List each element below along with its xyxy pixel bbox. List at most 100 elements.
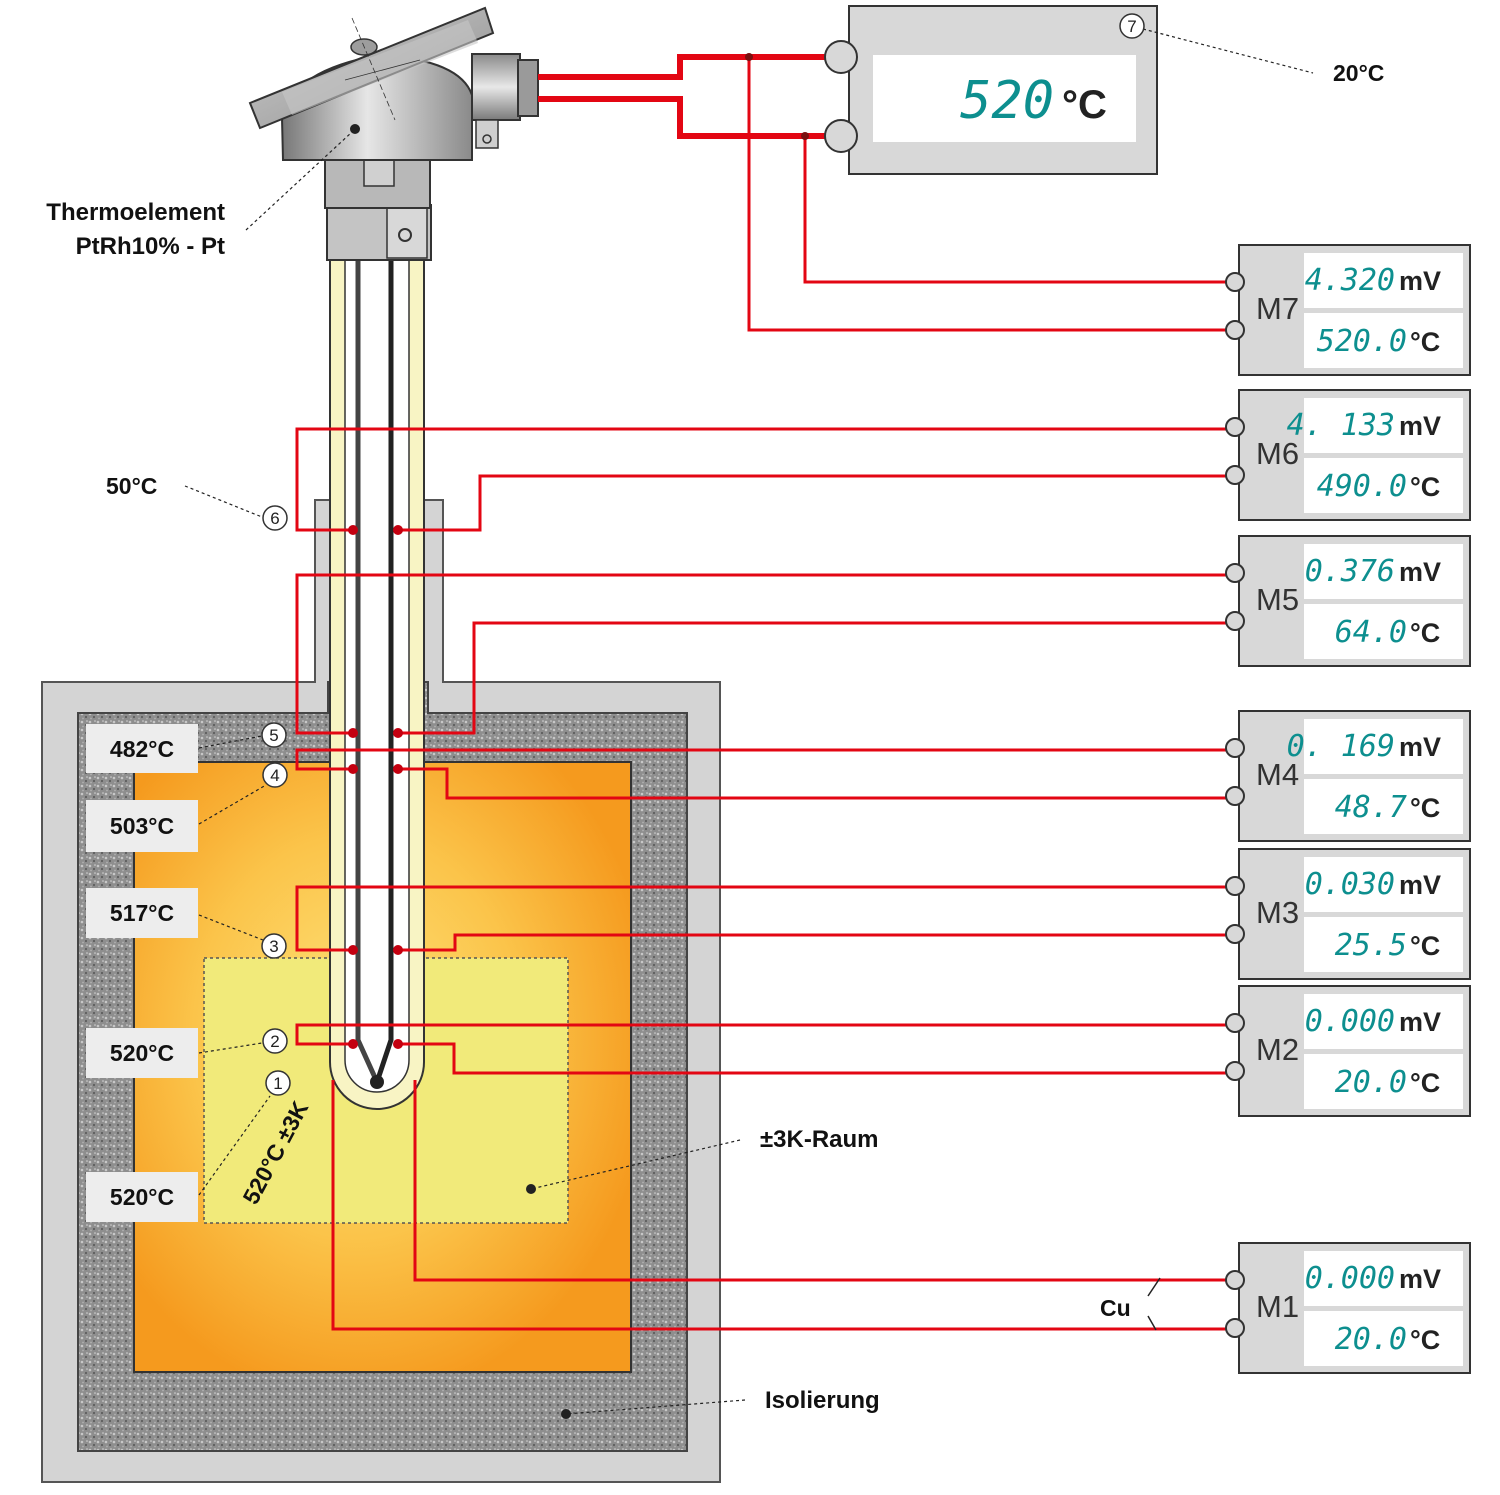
leader-5 xyxy=(198,735,263,749)
display-terminal-top xyxy=(824,40,858,74)
meter-mv-value: 0.000 xyxy=(1305,1004,1395,1039)
meter-mv-value: 4. 133 xyxy=(1287,408,1395,443)
meter-name: M5 xyxy=(1256,582,1299,617)
side-temperature-labels: 482°C 503°C 517°C 520°C 520°C xyxy=(86,724,198,1222)
meter-mv-window xyxy=(1304,857,1463,912)
head-marker xyxy=(350,124,360,134)
wire-m7-top xyxy=(803,136,1234,284)
meter-mv-unit: mV xyxy=(1399,266,1441,296)
wire-m1-bottom xyxy=(331,1080,1234,1331)
junction-dot xyxy=(393,1039,403,1049)
ambient-temp-label: 20°C xyxy=(1333,60,1384,86)
meter-mv-unit: mV xyxy=(1399,557,1441,587)
meter-terminal-top xyxy=(1225,1270,1245,1290)
meter-temp-unit: °C xyxy=(1410,327,1440,357)
point-label-1: 1 xyxy=(273,1074,282,1093)
meter-temp-unit: °C xyxy=(1410,931,1440,961)
meter-temp-value: 48.7 xyxy=(1335,790,1407,825)
point-marker-4: 4 xyxy=(262,762,288,788)
meter-temp-unit: °C xyxy=(1410,472,1440,502)
junction-dot xyxy=(393,945,403,955)
wiring xyxy=(295,54,1234,1331)
wire-m5-top xyxy=(295,573,1234,735)
meter-temp-value: 25.5 xyxy=(1335,928,1407,963)
point-label-5: 5 xyxy=(269,726,278,745)
probe-inner-tube xyxy=(344,257,410,1093)
point-label-3: 3 xyxy=(269,937,278,956)
meter-name: M1 xyxy=(1256,1289,1299,1324)
meter-terminal-bottom xyxy=(1225,611,1245,631)
tolerance-space-label: ±3K-Raum xyxy=(760,1126,879,1153)
thermoelement-label: Thermoelement xyxy=(46,199,225,226)
meter-terminal-top xyxy=(1225,738,1245,758)
temp-label-point1: 520°C xyxy=(110,1184,174,1210)
meter-mv-unit: mV xyxy=(1399,1007,1441,1037)
gland-clip xyxy=(475,119,499,149)
meter-temp-window xyxy=(1304,458,1463,513)
junction-dot xyxy=(745,53,753,61)
measuring-points: 1 2 3 4 5 6 7 xyxy=(261,13,1145,1096)
temp-label-point4: 503°C xyxy=(110,813,174,839)
leader-thermo xyxy=(245,131,353,231)
wire-m3-top xyxy=(295,885,1234,952)
junction-dot xyxy=(393,728,403,738)
temp-label-bg xyxy=(86,1172,198,1222)
meter-terminal-top xyxy=(1225,876,1245,896)
meter-terminal-bottom xyxy=(1225,320,1245,340)
meter-mv-window xyxy=(1304,994,1463,1049)
cable-gland-nut xyxy=(517,59,539,117)
meter-temp-unit: °C xyxy=(1410,618,1440,648)
leader-2 xyxy=(198,1042,263,1054)
raum-marker xyxy=(526,1184,536,1194)
leader-1 xyxy=(198,1095,271,1196)
temp-label-bg xyxy=(86,1028,198,1078)
wire-m7-bottom xyxy=(747,57,1234,332)
meter-mv-unit: mV xyxy=(1399,732,1441,762)
meter-temp-value: 490.0 xyxy=(1317,469,1407,504)
meter-mv-value: 0.000 xyxy=(1305,1261,1395,1296)
meter-terminal-bottom xyxy=(1225,1061,1245,1081)
meter-terminal-bottom xyxy=(1225,465,1245,485)
leader-lines xyxy=(184,28,1314,1419)
display-screen xyxy=(873,55,1136,142)
neck-screw-hole xyxy=(398,228,412,242)
meter-mv-window xyxy=(1304,398,1463,453)
junction-dot xyxy=(348,525,358,535)
cu-bracket-bottom xyxy=(1147,1315,1157,1331)
meter-terminal-top xyxy=(1225,417,1245,437)
junction-dot xyxy=(348,945,358,955)
point-label-2: 2 xyxy=(270,1032,279,1051)
leader-20c xyxy=(1142,28,1314,74)
wire-m4-bottom xyxy=(398,767,1234,800)
head-neck-plate xyxy=(386,207,428,259)
cover-axis xyxy=(351,17,396,121)
wire-m3-bottom xyxy=(398,933,1234,952)
meter-temp-window xyxy=(1304,1054,1463,1109)
junction-dot xyxy=(393,764,403,774)
wire-m4-top xyxy=(295,748,1234,771)
point-marker-1: 1 xyxy=(265,1070,291,1096)
temp-label-point3: 517°C xyxy=(110,900,174,926)
meter-terminal-top xyxy=(1225,563,1245,583)
meter-temp-window xyxy=(1304,604,1463,659)
meter-temp-window xyxy=(1304,917,1463,972)
copper-label: Cu xyxy=(1100,1295,1131,1321)
thermocouple-probe xyxy=(329,257,425,1110)
point-label-6: 6 xyxy=(270,509,279,528)
wire-m2-top xyxy=(295,1023,1234,1046)
temp-label-bg xyxy=(86,724,198,773)
display-value: 520 xyxy=(960,71,1054,131)
point-marker-7: 7 xyxy=(1119,13,1145,39)
wire-m2-bottom xyxy=(398,1042,1234,1075)
point-label-7: 7 xyxy=(1127,17,1136,36)
point-marker-3: 3 xyxy=(261,933,287,959)
junction-dot xyxy=(348,1039,358,1049)
thermo-wire-ptrh xyxy=(355,258,380,1084)
junction-dot xyxy=(393,525,403,535)
meter-temp-value: 520.0 xyxy=(1317,324,1407,359)
meter-temp-value: 20.0 xyxy=(1335,1322,1407,1357)
